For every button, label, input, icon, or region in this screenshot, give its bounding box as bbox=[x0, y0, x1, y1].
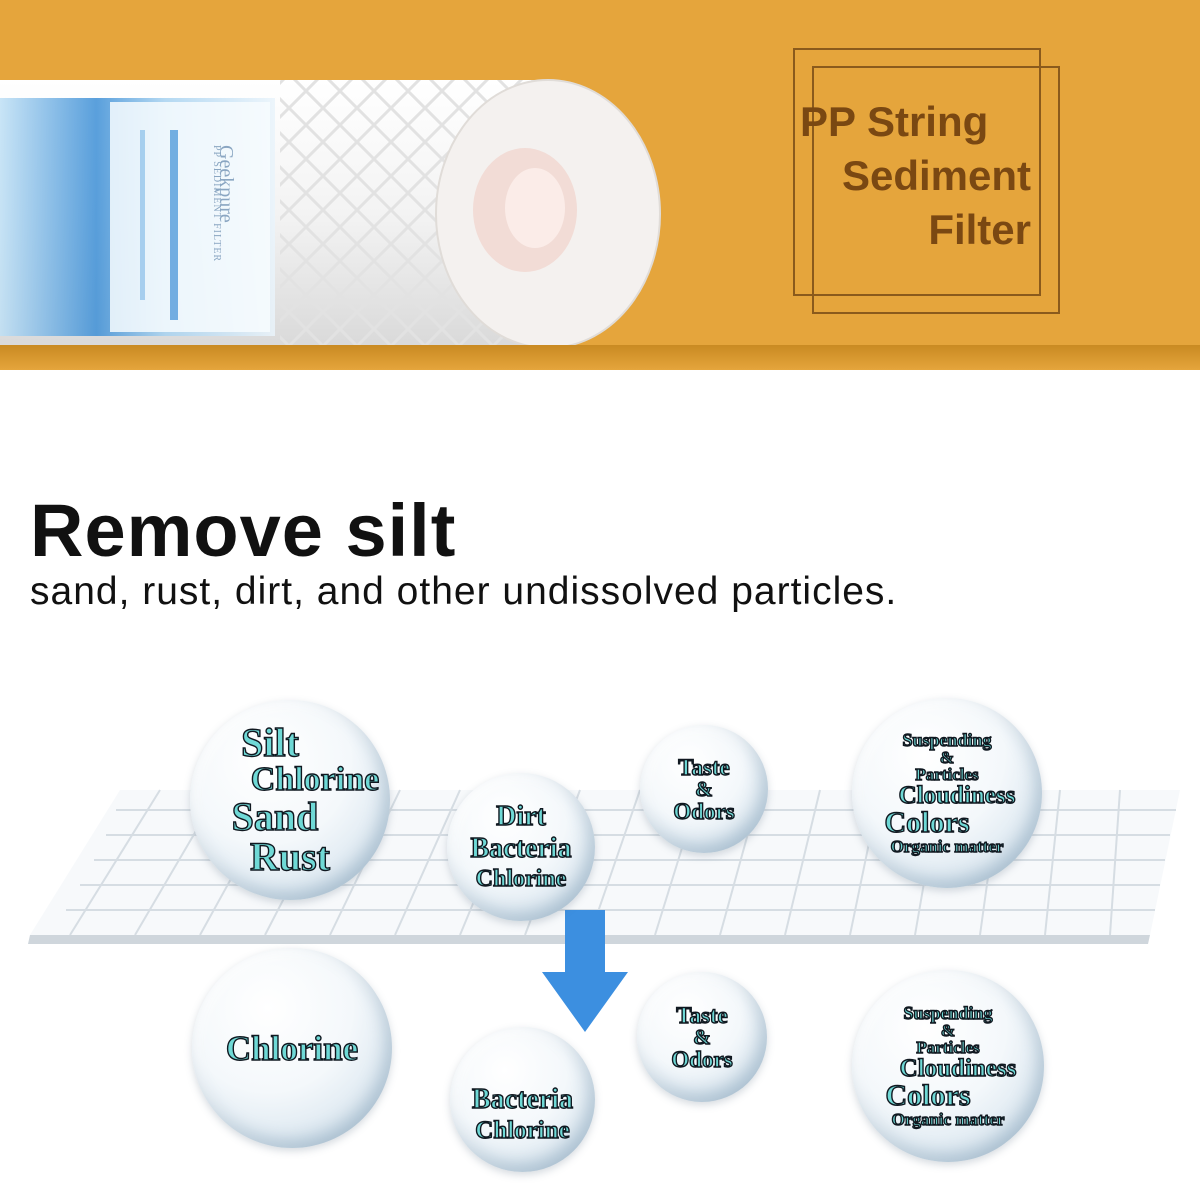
contaminant-bubble: Suspending & Particles Cloudiness Colors… bbox=[852, 698, 1042, 888]
bubble-text: Taste bbox=[678, 754, 731, 780]
bubble-text: Sand bbox=[231, 794, 319, 839]
contaminant-bubble: Silt Chlorine Sand Rust bbox=[190, 700, 390, 900]
bubble-text: Colors bbox=[884, 806, 970, 839]
product-title-line: Filter bbox=[928, 206, 1031, 253]
title-frame-inner bbox=[812, 66, 1060, 314]
product-title-line: Sediment bbox=[841, 152, 1031, 199]
bubble-text: Dirt bbox=[495, 801, 546, 832]
subheadline: sand, rust, dirt, and other undissolved … bbox=[30, 570, 898, 613]
title-frame-outer bbox=[793, 48, 1041, 296]
bubble-text: Organic matter bbox=[891, 1110, 1005, 1129]
filter-cartridge-icon bbox=[0, 79, 661, 349]
contaminant-bubble: Bacteria Chlorine bbox=[450, 1027, 595, 1172]
bubble-text: Chlorine bbox=[475, 866, 567, 892]
bubble-text: & bbox=[940, 1021, 956, 1040]
bubble-text: Chlorine bbox=[225, 1028, 359, 1068]
bubble-text: Silt bbox=[240, 720, 299, 765]
bubble-text: & bbox=[939, 748, 955, 767]
bubble-text: Particles bbox=[916, 1038, 981, 1057]
bubble-text: Suspending bbox=[903, 1003, 993, 1023]
bubble-text: Bacteria bbox=[471, 1084, 574, 1115]
bubble-text: Colors bbox=[885, 1079, 971, 1112]
contaminant-bubble: Taste & Odors bbox=[637, 972, 767, 1102]
bubble-text: Chlorine bbox=[250, 761, 380, 798]
contaminant-bubble: Suspending & Particles Cloudiness Colors… bbox=[852, 970, 1044, 1162]
brand-sub-label: PP SEDIMENT FILTER bbox=[211, 145, 222, 263]
contaminant-bubble: Taste & Odors bbox=[640, 725, 768, 853]
bubble-text: Cloudiness bbox=[899, 1055, 1017, 1082]
bubble-text: Odors bbox=[671, 1046, 734, 1072]
bubble-text: Taste bbox=[676, 1002, 729, 1028]
bubble-text: Organic matter bbox=[890, 837, 1004, 856]
bubble-text: Suspending bbox=[902, 730, 992, 750]
contaminant-bubble: Chlorine bbox=[192, 948, 392, 1148]
bubble-text: Chlorine bbox=[475, 1117, 571, 1144]
bubble-text: Bacteria bbox=[470, 833, 572, 864]
bubble-text: & bbox=[695, 776, 714, 801]
product-banner: Geekpure PP SEDIMENT FILTER PP String Se… bbox=[0, 0, 1200, 370]
bubble-text: Odors bbox=[673, 798, 736, 824]
bubble-text: & bbox=[693, 1024, 712, 1049]
product-title: PP String Sediment Filter bbox=[795, 95, 1031, 257]
headline: Remove silt bbox=[30, 489, 457, 572]
bubble-text: Rust bbox=[249, 834, 331, 879]
contaminant-bubble: Dirt Bacteria Chlorine bbox=[447, 773, 595, 921]
banner-shadow bbox=[0, 345, 1200, 370]
bubble-text: Particles bbox=[915, 765, 980, 784]
arrow-down-icon bbox=[542, 910, 628, 1032]
bubble-text: Cloudiness bbox=[898, 782, 1016, 809]
product-title-line: PP String bbox=[800, 98, 989, 145]
